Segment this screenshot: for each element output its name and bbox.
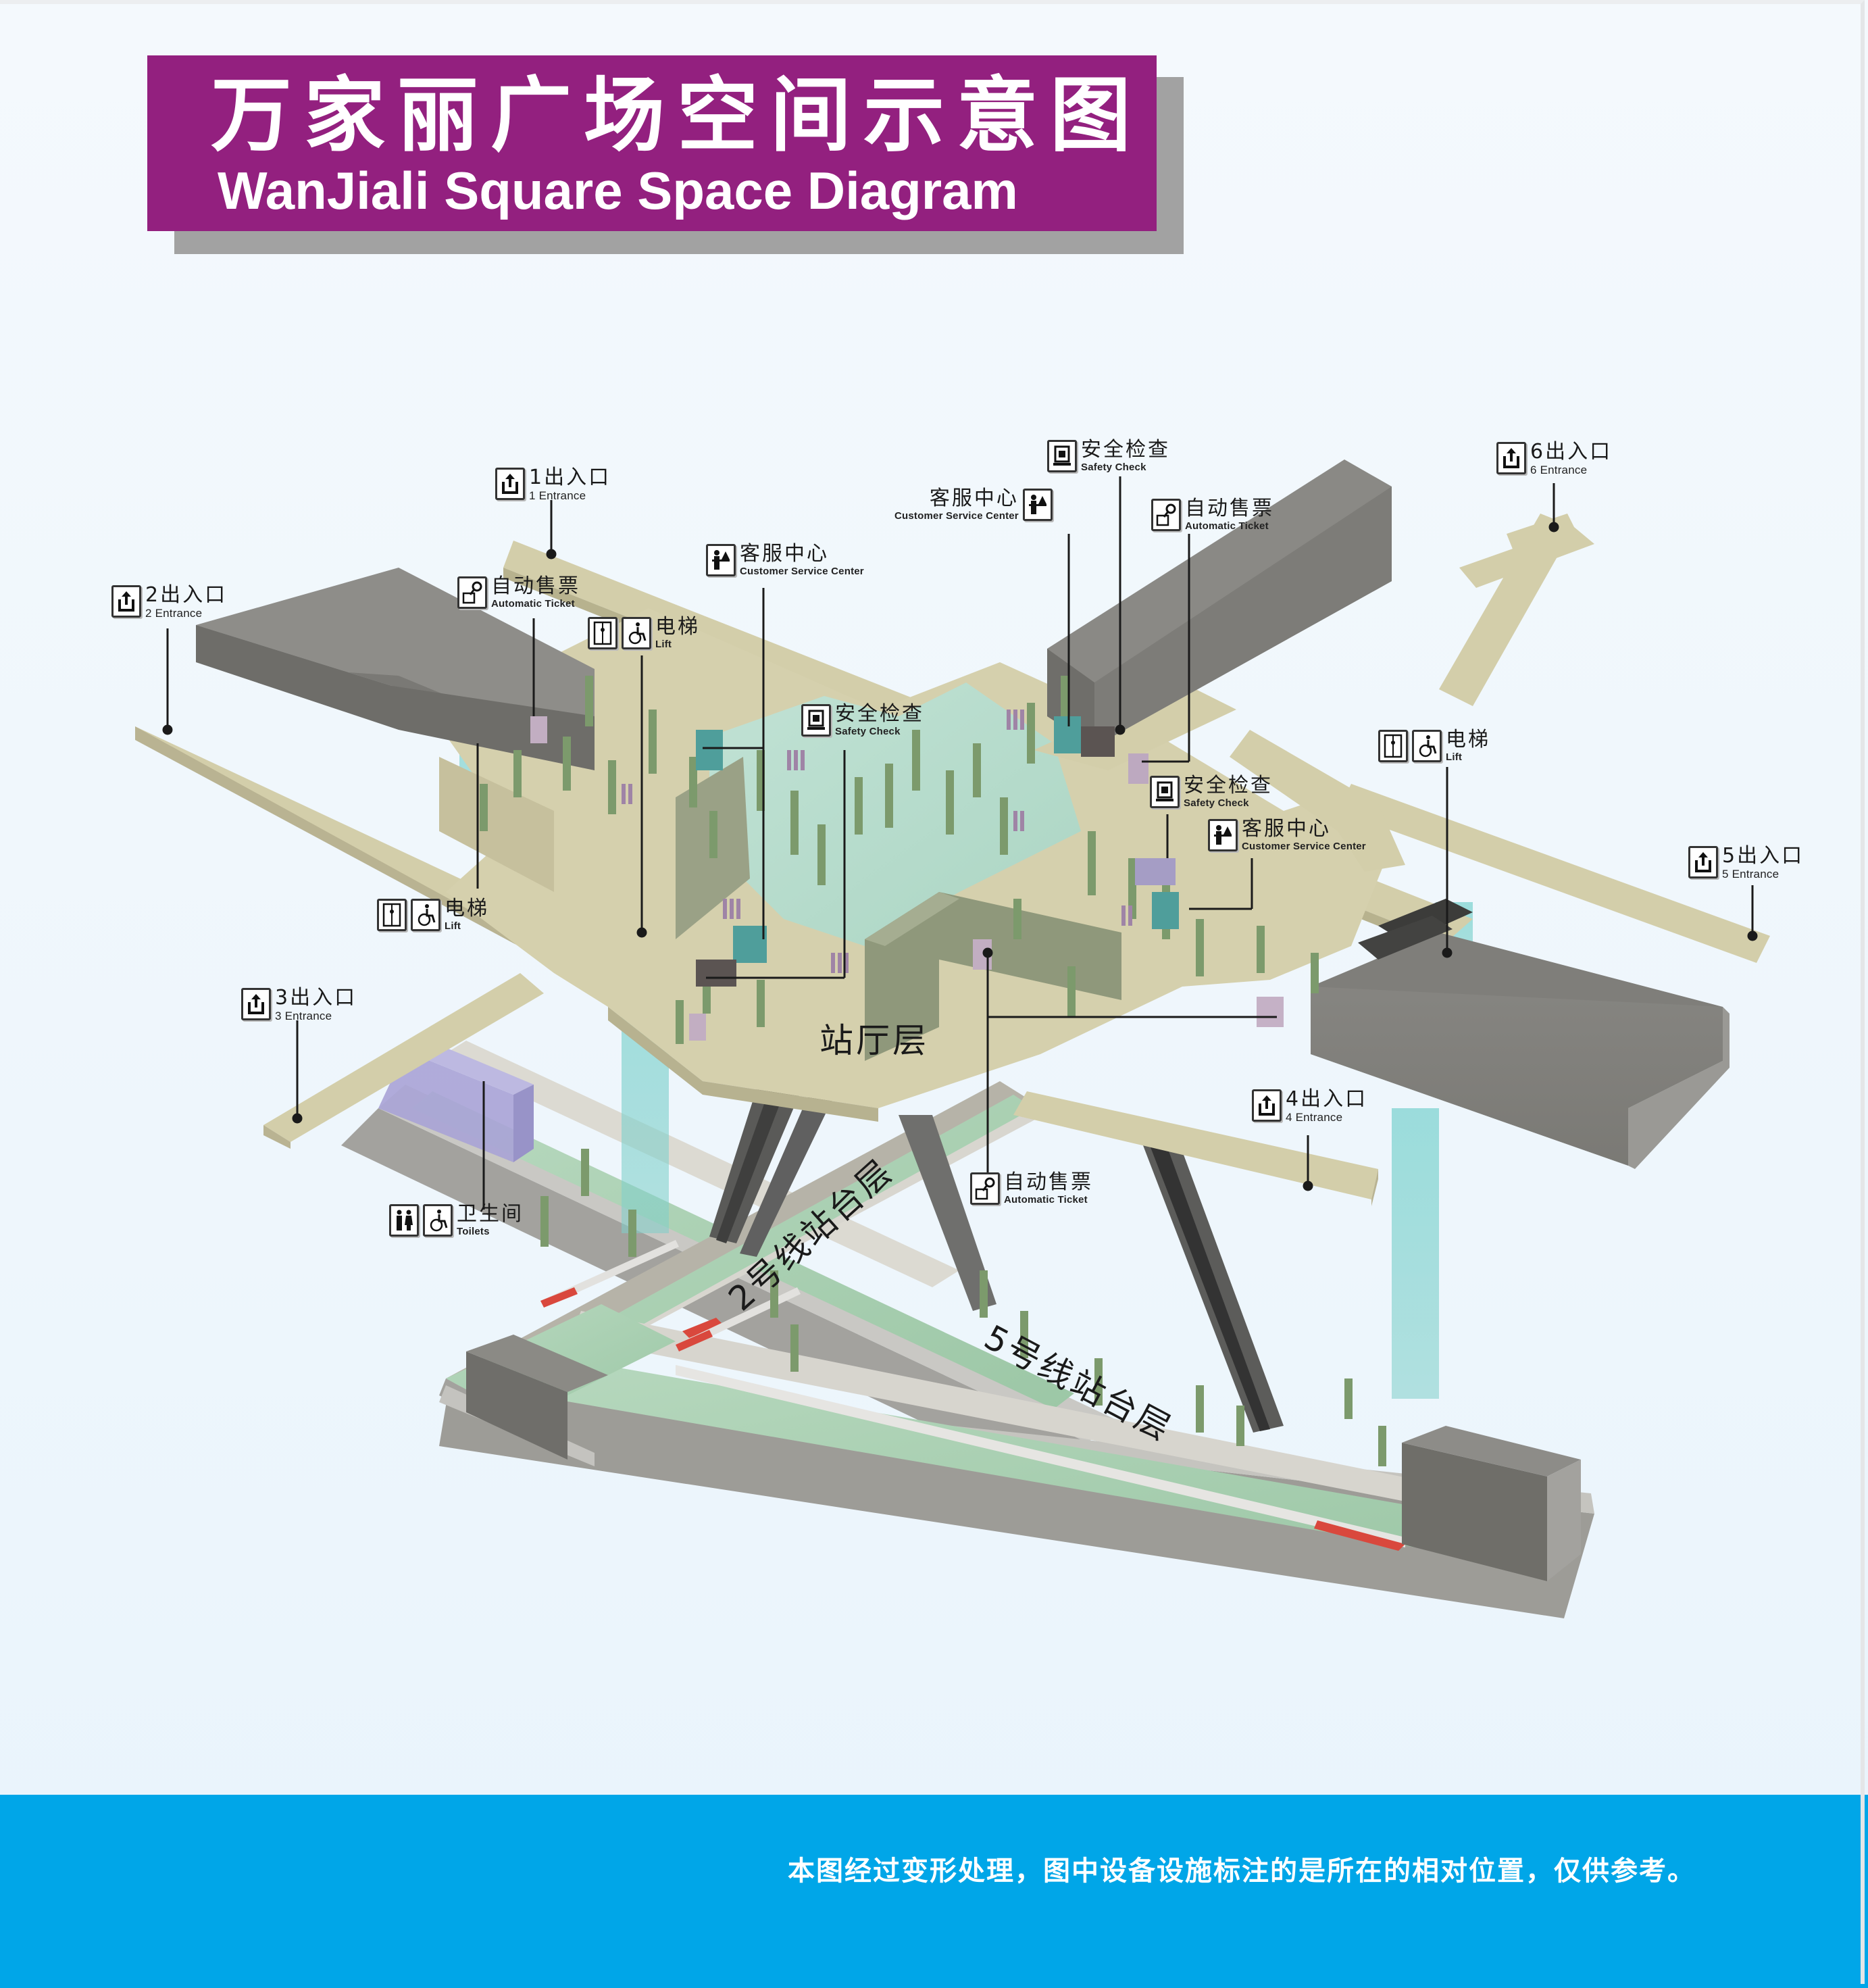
- security-scanner-icon: [1047, 440, 1077, 472]
- security-scanner-icon: [1150, 776, 1180, 808]
- wheelchair-icon: [411, 899, 440, 931]
- exit-arrow-icon: [1252, 1089, 1282, 1122]
- ticket-machine-nw-zh: 自动售票: [491, 574, 580, 598]
- escalators: [709, 1068, 1284, 1433]
- safety-check-e-en: Safety Check: [1184, 797, 1249, 809]
- ticket-machine-icon: [457, 576, 487, 609]
- security-scanner-icon: [801, 704, 831, 737]
- lift-w-zh: 电梯: [445, 897, 489, 920]
- ticket-machine-nw-en: Automatic Ticket: [491, 598, 575, 610]
- entrance-4-zh: 4出入口: [1286, 1087, 1368, 1111]
- exit-arrow-icon: [1496, 442, 1526, 474]
- ticket-machine-s-zh: 自动售票: [1004, 1170, 1093, 1194]
- title-english: WanJiali Square Space Diagram: [218, 161, 1018, 220]
- safety-check-e-zh: 安全检查: [1184, 774, 1273, 797]
- lift-e-zh: 电梯: [1446, 728, 1490, 751]
- entrance-6-en: 6 Entrance: [1530, 464, 1588, 476]
- lift-n-en: Lift: [655, 639, 672, 650]
- lift-n-zh: 电梯: [655, 615, 700, 639]
- lift-e-en: Lift: [1446, 751, 1463, 763]
- customer-service-icon: [706, 544, 736, 576]
- ticket-machine-icon: [1151, 499, 1181, 531]
- entrance-1-zh: 1出入口: [529, 466, 611, 489]
- wheelchair-icon: [622, 617, 651, 649]
- line5-platform: [439, 1311, 1594, 1618]
- entrance-3-en: 3 Entrance: [275, 1010, 332, 1022]
- wheelchair-icon: [423, 1204, 453, 1237]
- elevator-icon: [377, 899, 407, 931]
- entrance-6-zh: 6出入口: [1530, 440, 1613, 464]
- exit-arrow-icon: [1688, 846, 1718, 878]
- entrance-1-en: 1 Entrance: [529, 489, 586, 502]
- exit-arrow-icon: [241, 988, 271, 1020]
- entrance-5-zh: 5出入口: [1722, 844, 1804, 868]
- wheelchair-icon: [1412, 730, 1442, 762]
- entrance-2-en: 2 Entrance: [145, 607, 203, 620]
- exit-arrow-icon: [111, 585, 141, 618]
- toilets-en: Toilets: [457, 1226, 490, 1237]
- safety-check-c-en: Safety Check: [835, 726, 901, 737]
- ticket-machine-ne-en: Automatic Ticket: [1185, 520, 1269, 532]
- exit-arrow-icon: [495, 468, 525, 500]
- disclaimer-note: 本图经过变形处理，图中设备设施标注的是所在的相对位置，仅供参考。: [788, 1856, 1696, 1887]
- entrance-2-zh: 2出入口: [145, 583, 228, 607]
- elevator-icon: [588, 617, 617, 649]
- footer-bar: 本图经过变形处理，图中设备设施标注的是所在的相对位置，仅供参考。: [0, 1795, 1868, 1988]
- customer-service-ne-zh: 客服中心: [929, 487, 1019, 510]
- customer-service-e-en: Customer Service Center: [1242, 841, 1366, 852]
- customer-service-n-zh: 客服中心: [740, 542, 829, 566]
- entrance-4-en: 4 Entrance: [1286, 1111, 1343, 1124]
- lift-w-en: Lift: [445, 920, 461, 932]
- toilets-zh: 卫生间: [457, 1202, 524, 1226]
- elevator-icon: [1378, 730, 1408, 762]
- customer-service-icon: [1208, 819, 1238, 851]
- ticket-machine-icon: [970, 1172, 1000, 1205]
- customer-service-ne-en: Customer Service Center: [894, 510, 1019, 522]
- ticket-machine-ne-zh: 自动售票: [1185, 497, 1274, 520]
- restroom-icon: [389, 1204, 419, 1237]
- entrance-3-zh: 3出入口: [275, 986, 357, 1010]
- safety-check-ne-zh: 安全检查: [1081, 438, 1170, 462]
- line2-sw-end: [439, 1240, 801, 1466]
- customer-service-n-en: Customer Service Center: [740, 566, 864, 577]
- title-chinese: 万家丽广场空间示意图: [211, 69, 1143, 163]
- concourse-layer-label: 站厅层: [819, 1021, 929, 1060]
- safety-check-ne-en: Safety Check: [1081, 462, 1146, 473]
- entrance-5-en: 5 Entrance: [1722, 868, 1779, 880]
- buildings: [196, 459, 1730, 1169]
- customer-service-icon: [1022, 489, 1053, 521]
- columns: [480, 676, 1386, 1466]
- customer-service-e-zh: 客服中心: [1242, 817, 1331, 841]
- ticket-machine-s-en: Automatic Ticket: [1004, 1194, 1088, 1206]
- safety-check-c-zh: 安全检查: [835, 702, 924, 726]
- title-panel: 万家丽广场空间示意图 WanJiali Square Space Diagram: [147, 55, 1157, 231]
- leader-lines: [162, 476, 1758, 1210]
